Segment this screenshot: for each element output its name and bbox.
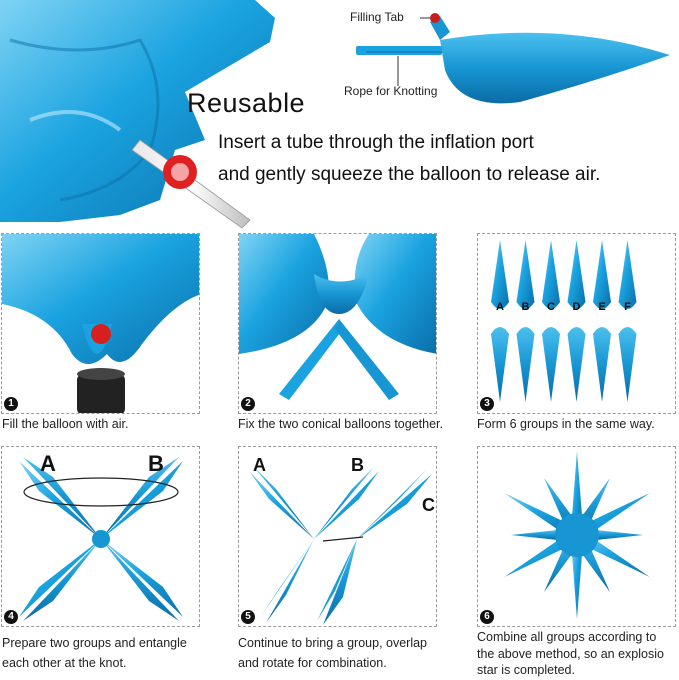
step-5-caption-1: Continue to bring a group, overlap bbox=[238, 636, 428, 650]
group-letter-a: A bbox=[496, 301, 504, 313]
step-1-caption: Fill the balloon with air. bbox=[2, 417, 129, 431]
group-letter-d: D bbox=[573, 301, 581, 313]
reusable-title: Reusable bbox=[187, 88, 306, 118]
step-4-caption-2: each other at the knot. bbox=[2, 656, 127, 670]
step-6-caption-2: the above method, so an explosio bbox=[477, 647, 664, 661]
step-5-number: 5 bbox=[241, 610, 255, 624]
step-6-panel: 6 bbox=[477, 446, 676, 627]
group-letter-e: E bbox=[598, 301, 605, 313]
explosion-star-illustration bbox=[504, 451, 650, 619]
balloon-group-d: D bbox=[567, 240, 586, 402]
step-5-letter-c: C bbox=[422, 495, 435, 515]
step-3-caption: Form 6 groups in the same way. bbox=[477, 417, 655, 431]
step-6-caption-1: Combine all groups according to bbox=[477, 630, 657, 644]
step-4-letter-a: A bbox=[40, 451, 56, 476]
balloon-group-b: B bbox=[516, 240, 535, 402]
step-5-letter-a: A bbox=[253, 455, 266, 475]
step-5-letter-b: B bbox=[351, 455, 364, 475]
step-2-caption: Fix the two conical balloons together. bbox=[238, 417, 443, 431]
step-3-panel: A B C D E F 3 bbox=[477, 233, 676, 414]
balloon-group-f: F bbox=[618, 240, 637, 402]
top-illustration bbox=[0, 0, 679, 230]
rope-knotting-label: Rope for Knotting bbox=[344, 84, 438, 98]
step-6-number: 6 bbox=[480, 610, 494, 624]
step-2-panel: 2 bbox=[238, 233, 437, 414]
entangle-groups-illustration bbox=[19, 457, 183, 621]
step-4-panel: A B 4 bbox=[1, 446, 200, 627]
balloon-group-c: C bbox=[542, 240, 560, 402]
star-center bbox=[555, 513, 599, 557]
step-3-number: 3 bbox=[480, 397, 494, 411]
group-letter-c: C bbox=[547, 301, 555, 313]
instruction-line-2: and gently squeeze the balloon to releas… bbox=[218, 164, 601, 185]
fix-balloons-illustration bbox=[239, 234, 436, 400]
filling-tab-label: Filling Tab bbox=[350, 10, 404, 24]
step-4-letter-b: B bbox=[148, 451, 164, 476]
step-6-caption-3: star is completed. bbox=[477, 663, 575, 677]
fill-balloon-illustration bbox=[2, 234, 199, 413]
step-5-panel: A B C 5 bbox=[238, 446, 437, 627]
step-2-number: 2 bbox=[241, 397, 255, 411]
six-groups-illustration: A B C D E F bbox=[491, 240, 637, 402]
step-5-caption-2: and rotate for combination. bbox=[238, 656, 387, 670]
combine-groups-illustration bbox=[249, 467, 432, 625]
instruction-line-1: Insert a tube through the inflation port bbox=[218, 132, 534, 153]
balloon-group-a: A bbox=[491, 240, 509, 402]
reusable-illustration bbox=[0, 0, 670, 229]
group-letter-f: F bbox=[624, 301, 631, 313]
group-letter-b: B bbox=[522, 301, 530, 313]
balloon-group-e: E bbox=[593, 240, 611, 402]
step-1-number: 1 bbox=[4, 397, 18, 411]
step-1-panel: 1 bbox=[1, 233, 200, 414]
step-4-number: 4 bbox=[4, 610, 18, 624]
step-4-caption-1: Prepare two groups and entangle bbox=[2, 636, 187, 650]
